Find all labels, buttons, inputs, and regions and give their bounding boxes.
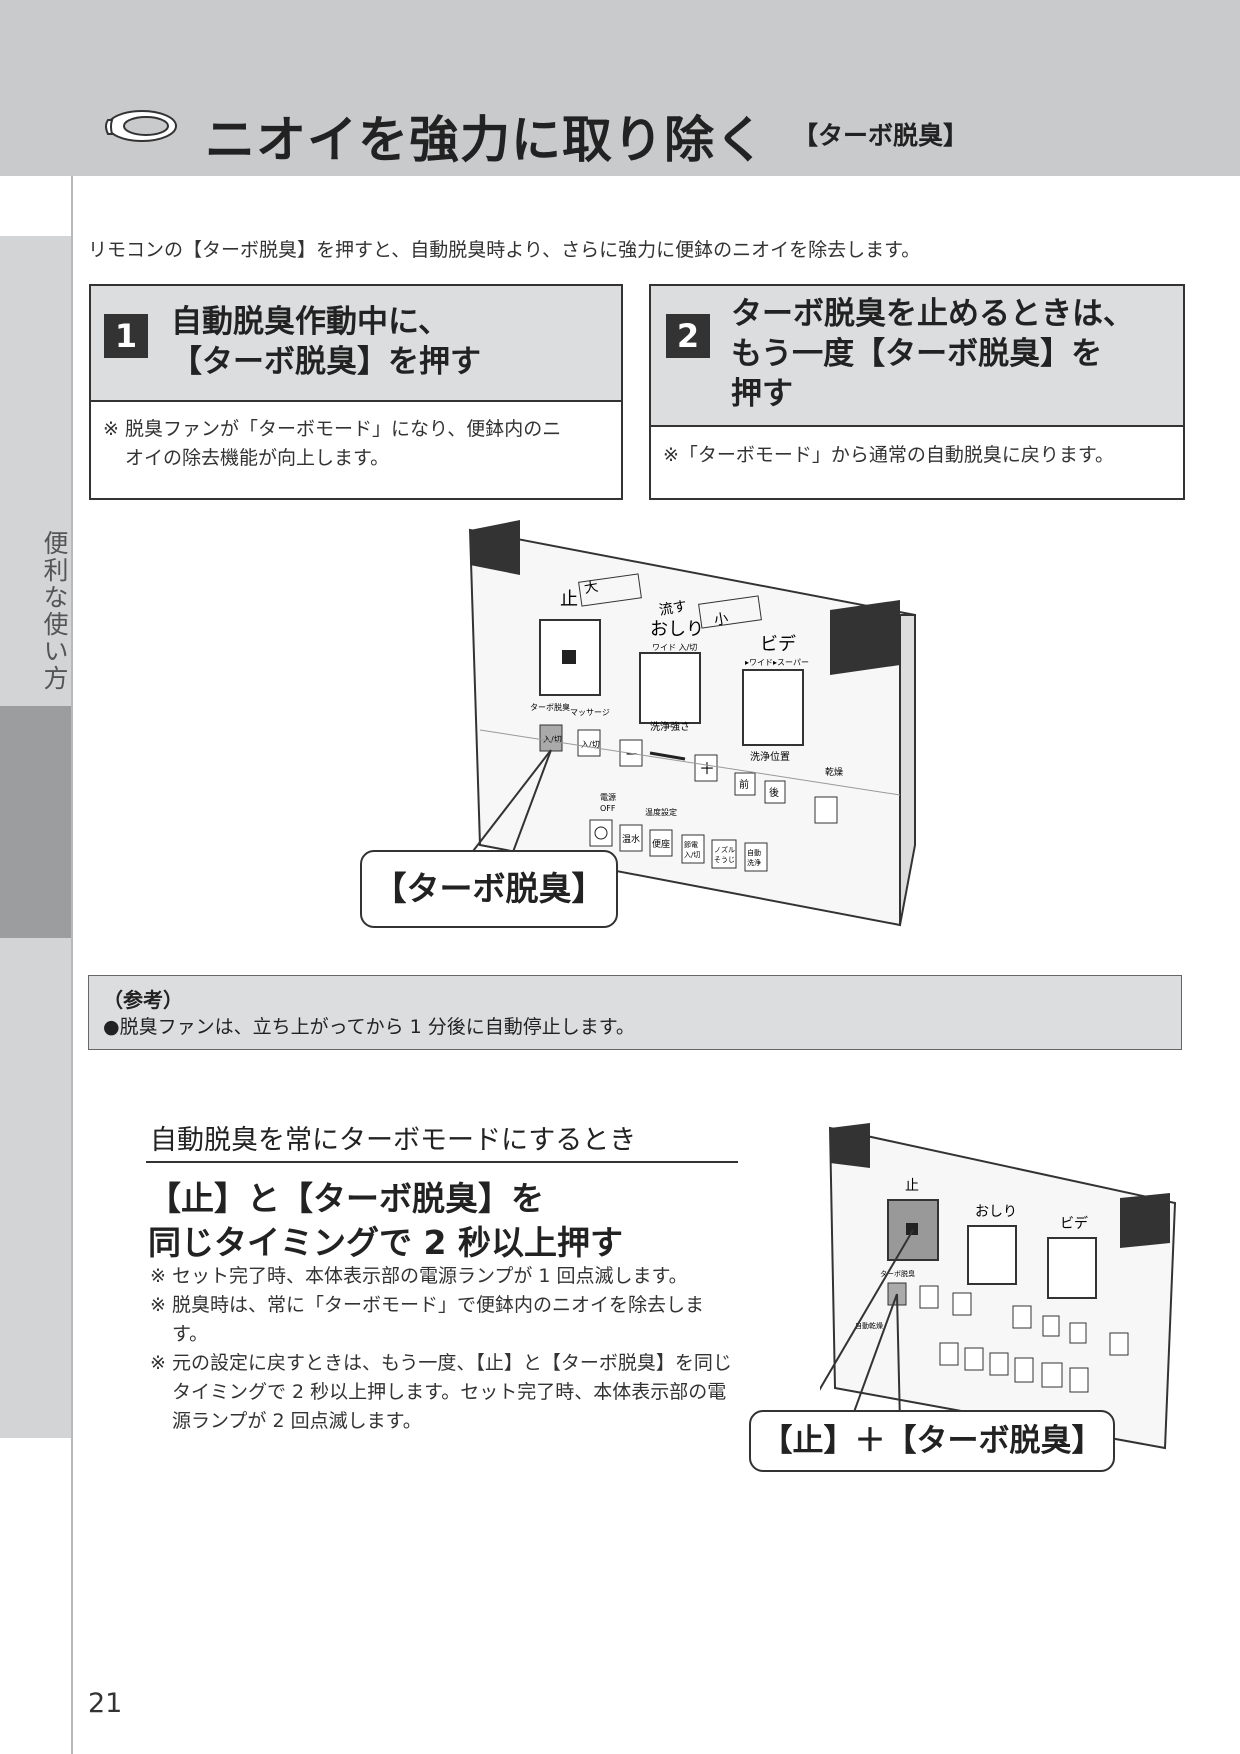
back-button[interactable] [764, 780, 786, 804]
svg-text:入/切: 入/切 [543, 735, 562, 744]
step-1-header: 1 自動脱臭作動中に、 【ターボ脱臭】を押す [91, 286, 621, 402]
svg-text:入/切: 入/切 [684, 851, 700, 859]
stop-turbo-callout: 【止】＋【ターボ脱臭】 [749, 1410, 1115, 1472]
intro-text: リモコンの【ターボ脱臭】を押すと、自動脱臭時より、さらに強力に便鉢のニオイを除去… [88, 239, 921, 261]
reference-heading: （参考） [103, 988, 183, 1012]
step-2-box: 2 ターボ脱臭を止めるときは、 もう一度【ターボ脱臭】を 押す ※「ターボモード… [649, 284, 1185, 500]
front-button[interactable] [734, 772, 756, 796]
power-label: 電源 [600, 793, 616, 802]
seat-temp-button[interactable] [649, 829, 673, 857]
side-tab [0, 236, 72, 436]
toilet-seat-icon [105, 110, 177, 142]
page-title-tag: 【ターボ脱臭】 [793, 121, 969, 150]
svg-text:＋: ＋ [699, 759, 715, 778]
turbo-callout: 【ターボ脱臭】 [360, 850, 618, 928]
page-number: 21 [88, 1688, 123, 1719]
svg-text:おしり: おしり [975, 1204, 1017, 1220]
water-temp-button[interactable] [619, 824, 643, 852]
svg-text:便座: 便座 [652, 838, 670, 850]
header-band: ニオイを強力に取り除く 【ターボ脱臭】 [0, 0, 1240, 176]
wash-strength-label: 洗浄強さ [650, 720, 690, 733]
remote-corner-left [470, 520, 520, 575]
section-side-label: 便利な使い方 [40, 530, 69, 692]
svg-text:節電: 節電 [684, 840, 698, 849]
step-1-note: ※ 脱臭ファンが「ターボモード」になり、便鉢内のニ オイの除去機能が向上します。 [103, 418, 562, 469]
stop-label-2: 止 [905, 1178, 919, 1194]
massage-label: マッサージ [570, 708, 610, 717]
oshiri-sub-label: ワイド 入/切 [652, 643, 697, 652]
step-1-number: 1 [104, 314, 148, 358]
side-tab [0, 436, 72, 706]
page-title: ニオイを強力に取り除く [205, 111, 766, 169]
temp-setting-label: 温度設定 [645, 807, 677, 817]
step-1-box: 1 自動脱臭作動中に、 【ターボ脱臭】を押す ※ 脱臭ファンが「ターボモード」に… [89, 284, 623, 500]
reference-text: ●脱臭ファンは、立ち上がってから 1 分後に自動停止します。 [103, 1016, 635, 1038]
step-2-note: ※「ターボモード」から通常の自動脱臭に戻ります。 [663, 444, 1115, 466]
svg-text:自動: 自動 [747, 848, 761, 857]
section-instruction-line2: 同じタイミングで 2 秒以上押す [148, 1223, 623, 1262]
svg-text:入/切: 入/切 [581, 740, 600, 749]
auto-flush-button[interactable] [744, 842, 768, 872]
dry-label: 乾燥 [825, 766, 843, 778]
step-2-title: ターボ脱臭を止めるときは、 もう一度【ターボ脱臭】を 押す [731, 296, 1134, 412]
svg-text:温水: 温水 [622, 833, 640, 845]
section-heading: 自動脱臭を常にターボモードにするとき [150, 1125, 637, 1156]
dry-button[interactable] [814, 796, 838, 824]
side-divider [71, 176, 73, 1754]
svg-text:前: 前 [739, 778, 749, 791]
auto-dry-label: 自動乾燥 [855, 1321, 883, 1330]
stop-label: 止 [560, 589, 578, 610]
nozzle-clean-button[interactable] [711, 839, 737, 869]
side-tab [0, 938, 72, 1438]
bide-label: ビデ [760, 634, 796, 655]
flush-big-label: 大 [583, 579, 600, 597]
section-note: ※ 元の設定に戻すときは、もう一度、【止】と【ターボ脱臭】を同じタイミングで 2… [150, 1352, 732, 1432]
section-notes: ※ セット完了時、本体表示部の電源ランプが 1 回点滅します。 ※ 脱臭時は、常… [150, 1262, 740, 1436]
remote-illustration-2: 止 おしり ビデ ターボ脱臭 自動乾燥 [820, 1123, 1177, 1450]
turbo-deodorize-label: ターボ脱臭 [530, 702, 570, 712]
svg-text:洗浄: 洗浄 [747, 858, 761, 867]
wash-position-label: 洗浄位置 [750, 750, 790, 763]
plus-button[interactable] [694, 754, 718, 782]
flush-label: 流す [658, 598, 688, 619]
section-instruction-line1: 【止】と【ターボ脱臭】を [148, 1179, 544, 1218]
bide-sub-label: ▸ワイド▸スーパー [745, 658, 809, 667]
svg-text:後: 後 [769, 786, 779, 799]
remote-illustration: 大 流す 小 止 おしり ワイド 入/切 ビデ ▸ワイド▸スーパー ターボ脱臭 … [468, 520, 917, 927]
svg-text:OFF: OFF [600, 804, 616, 813]
step-2-number: 2 [666, 314, 710, 358]
svg-text:そうじ: そうじ [714, 856, 735, 864]
section-note: ※ セット完了時、本体表示部の電源ランプが 1 回点滅します。 [150, 1265, 688, 1287]
oshiri-button[interactable] [639, 652, 701, 724]
section-note: ※ 脱臭時は、常に「ターボモード」で便鉢内のニオイを除去します。 [150, 1294, 704, 1345]
side-tab-active [0, 706, 72, 938]
svg-text:ビデ: ビデ [1060, 1215, 1088, 1232]
remote-corner-right [830, 600, 900, 675]
svg-text:ターボ脱臭: ターボ脱臭 [880, 1269, 915, 1278]
bide-button[interactable] [742, 669, 804, 746]
svg-text:ノズル: ノズル [714, 845, 735, 854]
massage-button[interactable] [577, 729, 601, 757]
oshiri-label: おしり [650, 619, 704, 640]
eco-button[interactable] [681, 834, 705, 864]
step-2-header: 2 ターボ脱臭を止めるときは、 もう一度【ターボ脱臭】を 押す [651, 286, 1183, 427]
reference-box: （参考） ●脱臭ファンは、立ち上がってから 1 分後に自動停止します。 [88, 975, 1182, 1050]
power-button[interactable] [589, 819, 613, 847]
section-rule [146, 1161, 738, 1163]
step-1-title: 自動脱臭作動中に、 【ターボ脱臭】を押す [171, 304, 481, 380]
